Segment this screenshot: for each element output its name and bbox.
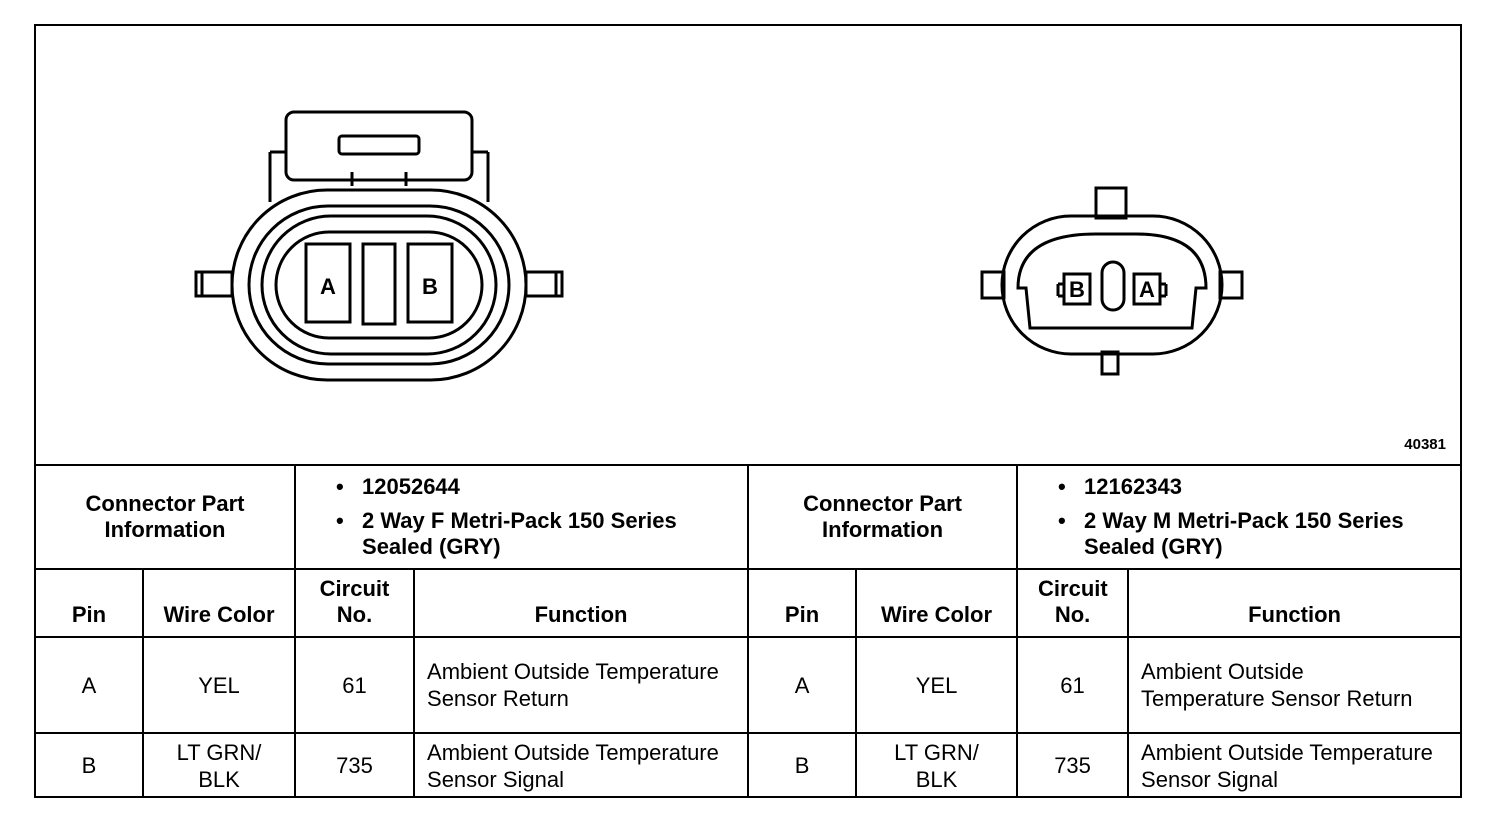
part-header-right: Connector Part Information [747, 464, 1019, 570]
part-bullets-right: 12162343 2 Way M Metri-Pack 150 Series S… [1016, 464, 1461, 570]
wire-color-right-a: YEL [855, 636, 1019, 734]
function-right-a: Ambient Outside Temperature Sensor Retur… [1127, 636, 1461, 734]
col-function-right: Function [1127, 568, 1461, 638]
left-pin-label-a: A [320, 274, 336, 299]
function-left-a: Ambient Outside Temperature Sensor Retur… [413, 636, 750, 734]
left-pin-label-b: B [422, 274, 438, 299]
figure-number: 40381 [1404, 436, 1446, 453]
col-pin-left: Pin [36, 568, 144, 638]
col-wire-color-left: Wire Color [141, 568, 297, 638]
function-right-b: Ambient Outside Temperature Sensor Signa… [1127, 732, 1461, 797]
pin-right-a: A [747, 636, 858, 734]
table-row: A YEL 61 Ambient Outside Temperature Sen… [36, 636, 1461, 734]
part-bullets-left: 12052644 2 Way F Metri-Pack 150 Series S… [294, 464, 750, 570]
col-circuit-left: Circuit No. [294, 568, 416, 638]
column-header-row: Pin Wire Color Circuit No. Function Pin … [36, 568, 1461, 638]
part-number-right: 12162343 [1058, 474, 1460, 500]
connector-illustration: A B B A [194, 110, 1244, 382]
function-left-b: Ambient Outside Temperature Sensor Signa… [413, 732, 750, 797]
pin-left-a: A [36, 636, 144, 734]
pin-right-b: B [747, 732, 858, 797]
right-pin-label-b: B [1069, 277, 1085, 302]
connector-figure: A B B A 40381 Connector Part Information… [34, 24, 1462, 798]
part-info-row: Connector Part Information 12052644 2 Wa… [36, 464, 1461, 570]
male-connector-drawing [980, 186, 1244, 376]
col-circuit-right: Circuit No. [1016, 568, 1130, 638]
wire-color-left-a: YEL [141, 636, 297, 734]
part-header-left: Connector Part Information [36, 464, 297, 570]
part-desc-right: 2 Way M Metri-Pack 150 Series Sealed (GR… [1058, 508, 1460, 560]
connector-info-table: Connector Part Information 12052644 2 Wa… [36, 464, 1461, 797]
table-row: B LT GRN/ BLK 735 Ambient Outside Temper… [36, 732, 1461, 797]
circuit-right-a: 61 [1016, 636, 1130, 734]
col-function-left: Function [413, 568, 750, 638]
circuit-left-a: 61 [294, 636, 416, 734]
wire-color-right-b: LT GRN/ BLK [855, 732, 1019, 797]
part-number-left: 12052644 [336, 474, 747, 500]
circuit-left-b: 735 [294, 732, 416, 797]
col-wire-color-right: Wire Color [855, 568, 1019, 638]
part-desc-left: 2 Way F Metri-Pack 150 Series Sealed (GR… [336, 508, 747, 560]
pin-left-b: B [36, 732, 144, 797]
col-pin-right: Pin [747, 568, 858, 638]
right-pin-label-a: A [1139, 277, 1155, 302]
female-connector-drawing [194, 110, 564, 382]
wire-color-left-b: LT GRN/ BLK [141, 732, 297, 797]
circuit-right-b: 735 [1016, 732, 1130, 797]
